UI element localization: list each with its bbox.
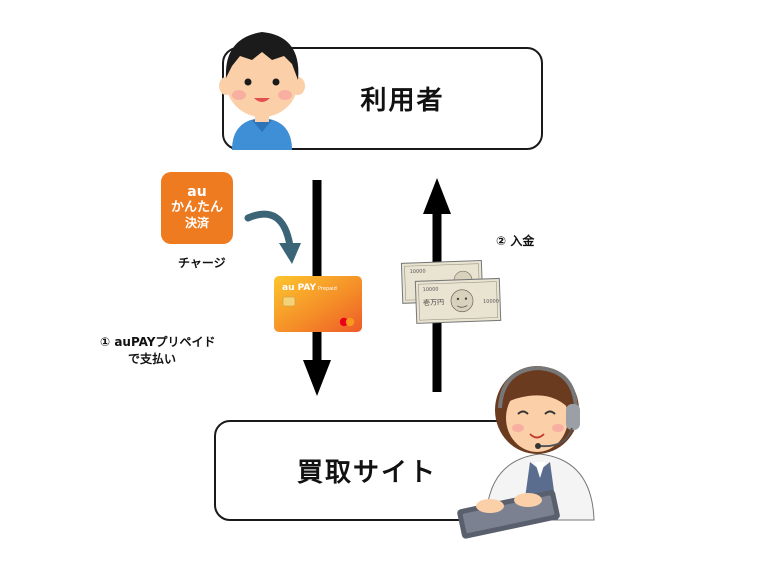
site-label: 買取サイト	[296, 458, 437, 488]
boy-user-icon	[219, 32, 305, 150]
payment-label-line2: で支払い	[128, 352, 177, 366]
svg-text:10000: 10000	[423, 287, 439, 294]
card-sub: Prepaid	[318, 286, 337, 292]
au-logo-line3: 決済	[184, 216, 209, 230]
card-brand: au PAY	[282, 283, 316, 293]
svg-text:10000: 10000	[410, 268, 426, 275]
banknotes-icon: 10000 10000 壱万円 10000	[400, 260, 502, 324]
au-kantan-kessai-logo: au かんたん 決済	[161, 172, 233, 244]
charge-label: チャージ	[178, 256, 226, 270]
svg-text:10000: 10000	[483, 298, 499, 305]
au-logo-line2: かんたん	[170, 200, 223, 215]
curved-arrow-icon	[244, 210, 301, 264]
payment-label-line1: ① auPAYプリペイド	[100, 335, 216, 349]
user-label: 利用者	[360, 86, 445, 116]
operator-woman-icon	[457, 365, 595, 539]
deposit-label: ② 入金	[496, 234, 535, 248]
au-logo-line1: au	[187, 184, 207, 200]
svg-text:壱万円: 壱万円	[423, 297, 444, 307]
au-pay-card-icon: au PAY Prepaid	[274, 276, 362, 332]
